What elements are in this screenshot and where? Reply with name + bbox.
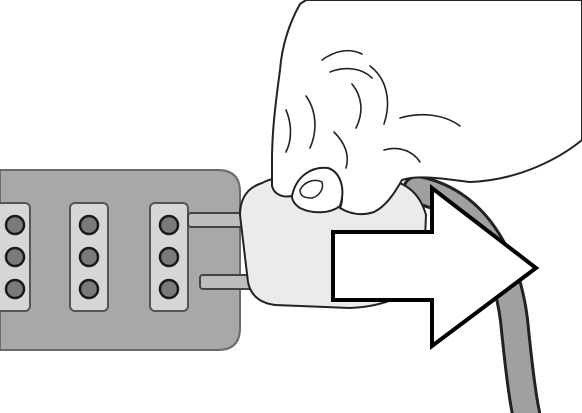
finger-lines — [285, 49, 461, 169]
outlet-1-hole-2 — [4, 246, 26, 268]
outlet-group — [0, 202, 189, 312]
power-strip-body — [0, 169, 241, 351]
hand — [271, 0, 582, 216]
power-strip — [0, 169, 241, 351]
outlet-2-hole-3 — [78, 278, 100, 300]
outlet-3-hole-1 — [158, 214, 180, 236]
thumb-outline — [290, 166, 344, 214]
arrow-right-icon — [331, 183, 540, 350]
outlet-3-hole-2 — [158, 246, 180, 268]
outlet-1-hole-3 — [4, 278, 26, 300]
outlet-2-hole-1 — [78, 214, 100, 236]
outlet-2-hole-2 — [78, 246, 100, 268]
thumbnail — [299, 179, 324, 199]
outlet-1-hole-1 — [4, 214, 26, 236]
outlet-3-hole-3 — [158, 278, 180, 300]
